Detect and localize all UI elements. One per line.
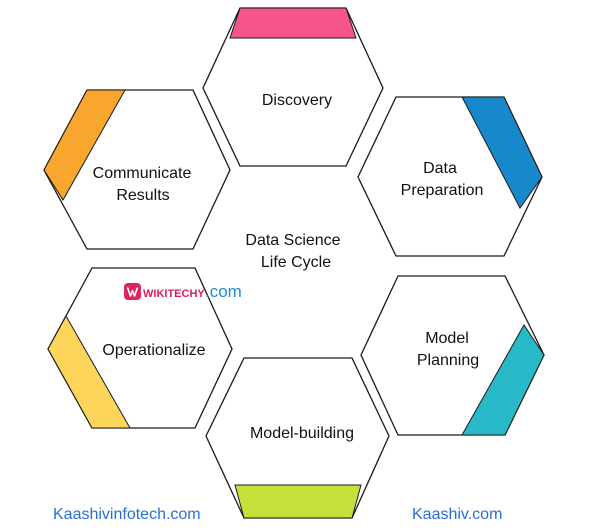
stage-communicate-results-accent — [43, 89, 126, 201]
stage-discovery-label: Discovery — [262, 92, 332, 109]
stage-communicate-results-label-2: Results — [116, 187, 169, 204]
stage-model-building-label: Model-building — [250, 425, 354, 442]
center-title-line-1: Data Science — [245, 232, 340, 249]
wikitechy-logo: WIKITECHY .com — [124, 282, 242, 301]
stage-model-planning-label-2: Planning — [417, 352, 479, 369]
stage-operationalize: Operationalize — [47, 267, 233, 429]
stage-model-planning-accent — [461, 324, 545, 436]
wikitechy-logo-text: WIKITECHY — [143, 288, 205, 300]
wikitechy-logo-suffix: .com — [205, 282, 242, 301]
stage-data-preparation: Data Preparation — [357, 96, 543, 257]
stage-discovery-accent — [229, 7, 357, 39]
stage-communicate-results: Communicate Results — [43, 89, 231, 250]
stage-operationalize-label: Operationalize — [102, 342, 205, 359]
stage-discovery: Discovery — [202, 7, 384, 167]
stage-communicate-results-label-1: Communicate — [93, 165, 192, 182]
watermark-right: Kaashiv.com — [412, 506, 502, 523]
stage-model-planning: Model Planning — [360, 275, 545, 436]
stage-model-building: Model-building — [205, 357, 390, 519]
stage-data-preparation-label-2: Preparation — [401, 182, 484, 199]
stage-operationalize-accent — [47, 314, 131, 429]
stage-data-preparation-accent — [461, 96, 543, 209]
stage-data-preparation-label-1: Data — [423, 160, 457, 177]
center-title-line-2: Life Cycle — [261, 254, 331, 271]
stage-model-building-accent — [234, 484, 362, 519]
stage-model-planning-label-1: Model — [425, 330, 469, 347]
watermark-left: Kaashivinfotech.com — [53, 506, 201, 523]
